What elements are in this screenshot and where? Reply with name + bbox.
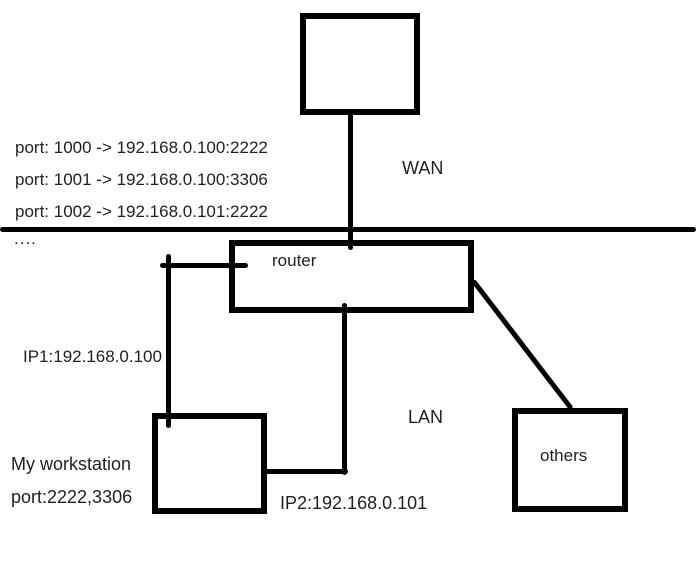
router-bottom-line (342, 303, 347, 475)
internet-to-router-line (348, 112, 353, 250)
router-to-others-line (471, 278, 574, 411)
lan-label: LAN (408, 407, 444, 427)
port-forward-rule-2: port: 1001 -> 192.168.0.100:3306 (15, 170, 268, 189)
ip2-label: IP2:192.168.0.101 (280, 493, 428, 513)
workstation-to-router-line (263, 469, 348, 474)
wan-label: WAN (402, 158, 444, 178)
workstation-box (152, 413, 267, 514)
port-forward-rule-1: port: 1000 -> 192.168.0.100:2222 (15, 138, 268, 157)
router-to-workstation-line (166, 254, 171, 428)
others-box (512, 408, 628, 512)
workstation-name-label: My workstation (11, 454, 132, 474)
ip1-label: IP1:192.168.0.100 (23, 347, 162, 366)
others-label: others (540, 446, 588, 465)
router-left-port-line (160, 263, 248, 268)
workstation-ports-label: port:2222,3306 (11, 487, 133, 507)
more-rules-ellipsis: .... (14, 229, 37, 248)
internet-box (300, 13, 420, 115)
router-box (229, 240, 474, 313)
port-forward-rule-3: port: 1002 -> 192.168.0.101:2222 (15, 202, 268, 221)
router-label: router (272, 251, 317, 270)
